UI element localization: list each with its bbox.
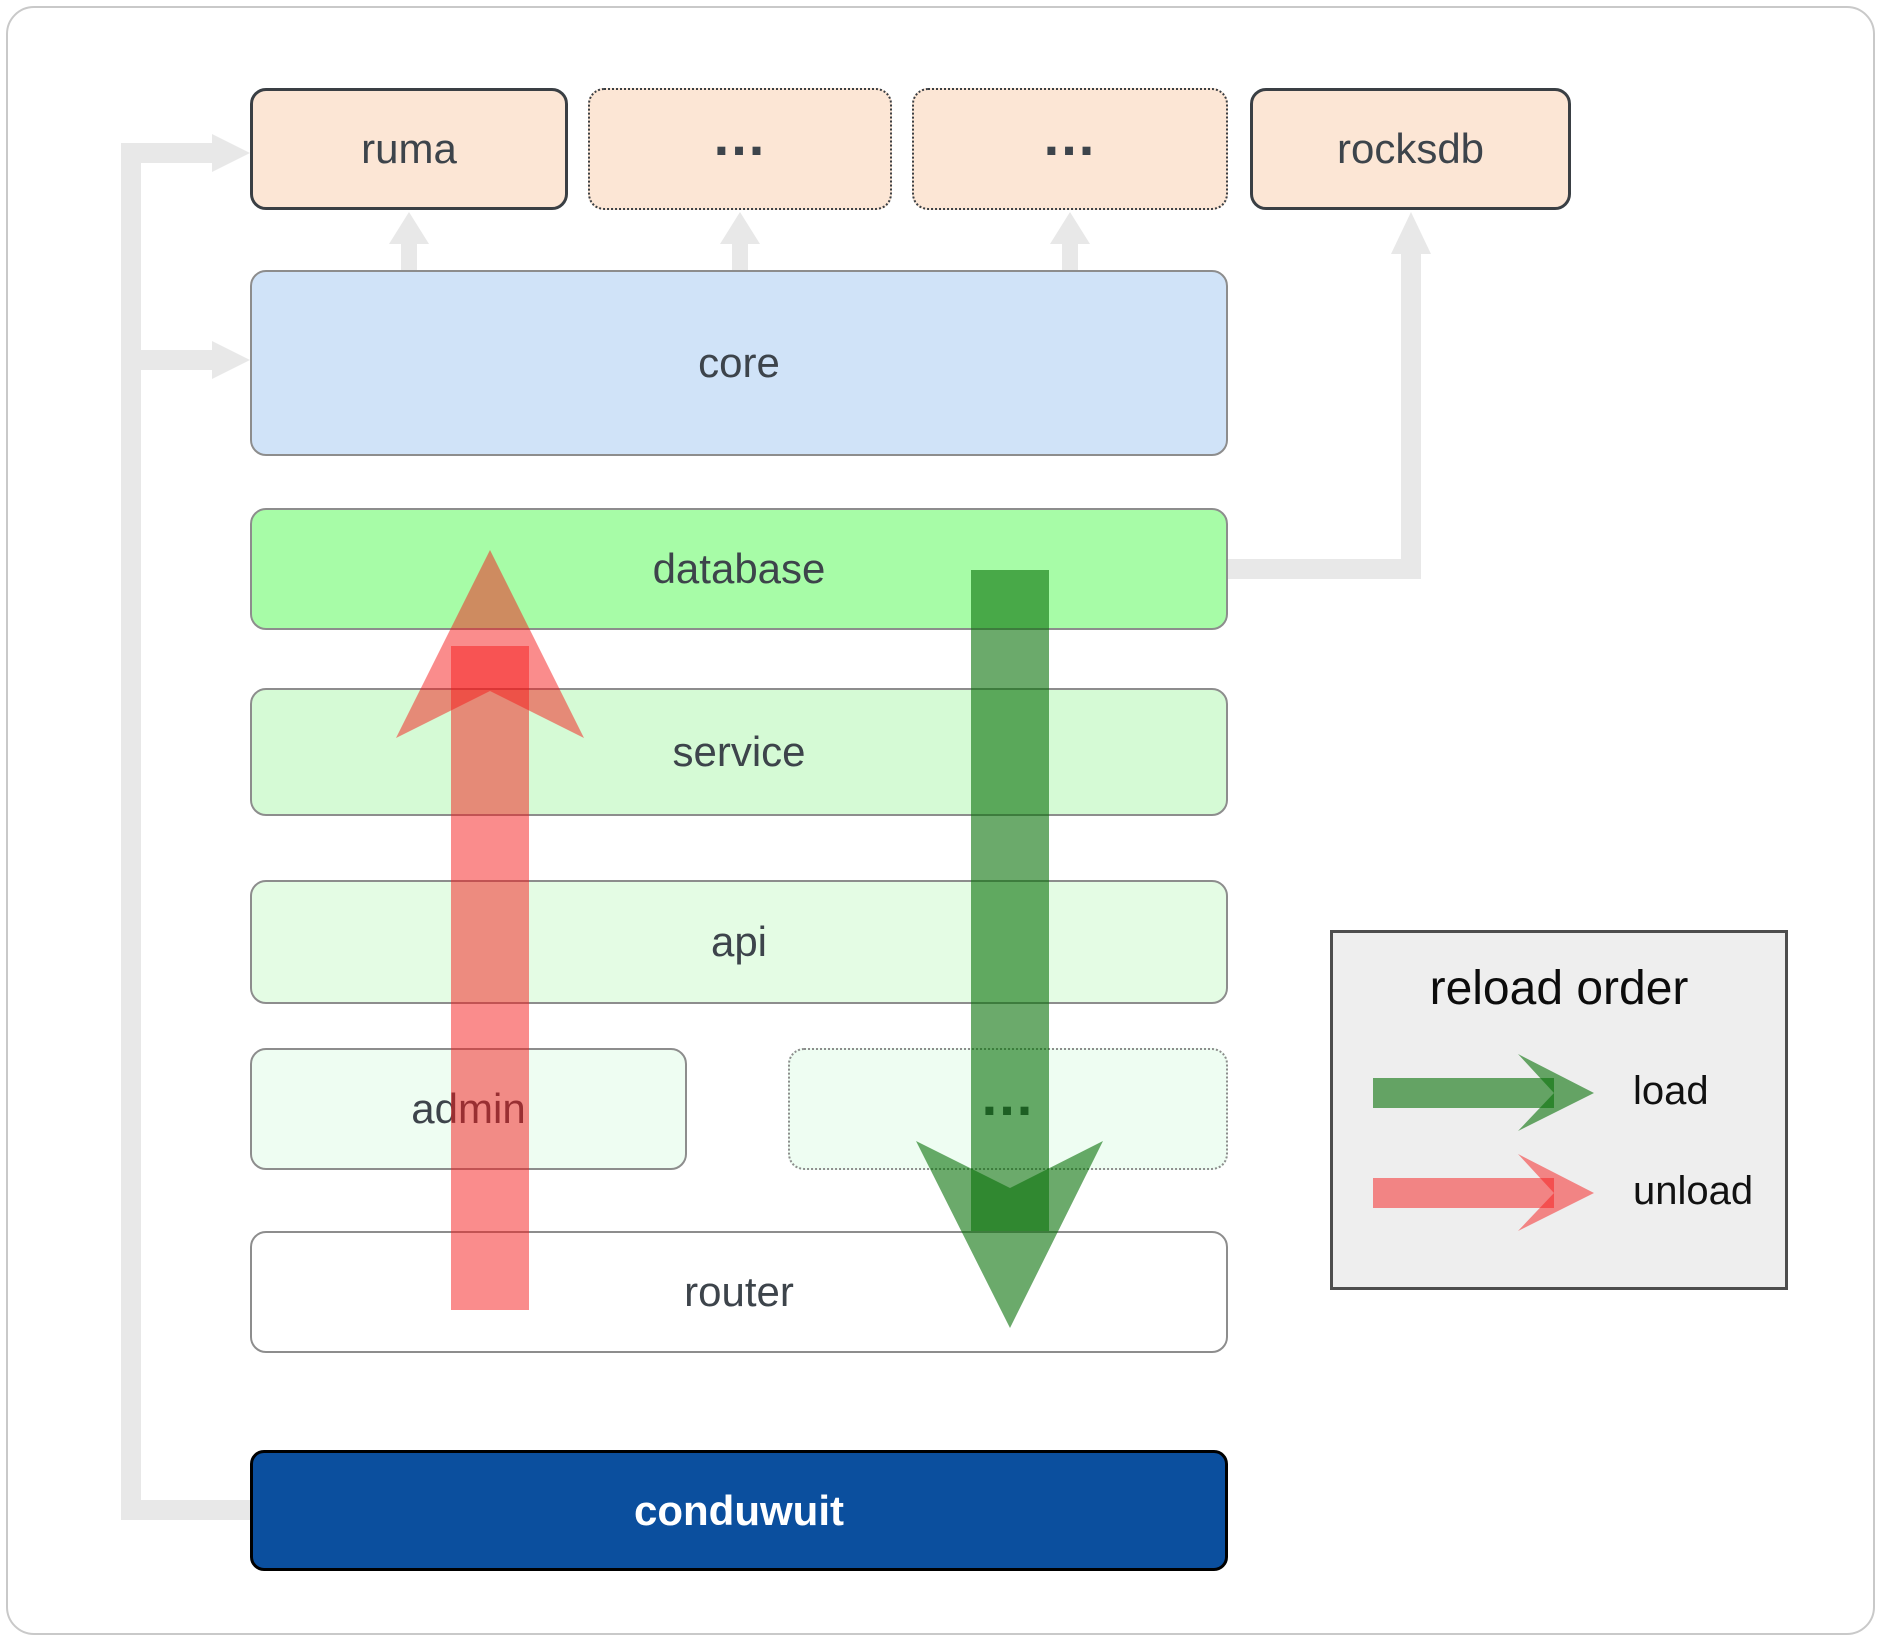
node-conduwuit-label: conduwuit — [634, 1486, 844, 1534]
node-dependency-1: ... — [588, 88, 892, 210]
node-dependency-2: ... — [912, 88, 1228, 210]
legend-arrows — [1373, 1054, 1594, 1231]
legend-load-label: load — [1633, 1068, 1709, 1113]
arrowhead-core-to-ruma-icon — [389, 212, 429, 244]
arrowhead-to-ruma-icon — [212, 134, 250, 172]
connector-core-to-ruma — [401, 244, 417, 272]
node-admin-label: admin — [411, 1085, 526, 1132]
node-rocksdb: rocksdb — [1250, 88, 1571, 210]
connector-core-to-dep2 — [1062, 244, 1078, 272]
node-router-label: router — [684, 1268, 794, 1315]
node-dependency-2-label: ... — [1043, 103, 1097, 167]
legend-load-arrow-head-icon — [1518, 1054, 1594, 1131]
connector-to-core-horizontal — [121, 350, 212, 370]
node-rocksdb-label: rocksdb — [1336, 125, 1485, 172]
arrowhead-to-rocksdb-icon — [1391, 212, 1431, 254]
node-conduwuit: conduwuit — [250, 1450, 1228, 1571]
arrowhead-core-to-dep2-icon — [1050, 212, 1090, 244]
arrowhead-core-to-dep1-icon — [720, 212, 760, 244]
node-service-label: service — [672, 728, 806, 775]
arrowhead-to-core-icon — [212, 341, 250, 379]
node-ruma-label: ruma — [361, 125, 457, 172]
node-admin: admin — [250, 1048, 687, 1170]
node-database-label: database — [652, 545, 826, 592]
node-admin-more-label: ... — [981, 1063, 1035, 1127]
legend-unload-arrow-body — [1373, 1178, 1554, 1208]
legend-unload-label: unload — [1633, 1168, 1754, 1213]
node-core-label: core — [698, 339, 780, 386]
node-database: database — [250, 508, 1228, 630]
legend: reload order load unload — [1330, 930, 1788, 1290]
node-ruma: ruma — [250, 88, 568, 210]
connector-core-to-dep1 — [732, 244, 748, 272]
node-router: router — [250, 1231, 1228, 1353]
diagram-canvas: ruma ... ... rocksdb core database servi… — [6, 6, 1875, 1635]
legend-title: reload order — [1429, 962, 1689, 1015]
connector-database-to-rocksdb-vertical — [1401, 254, 1421, 579]
connector-database-to-rocksdb-horizontal — [1228, 559, 1421, 579]
node-dependency-1-label: ... — [713, 103, 767, 167]
node-api: api — [250, 880, 1228, 1004]
connector-from-conduwuit — [121, 1500, 252, 1520]
node-core: core — [250, 270, 1228, 456]
node-api-label: api — [710, 918, 768, 965]
node-admin-more: ... — [788, 1048, 1228, 1170]
legend-load-arrow-body — [1373, 1078, 1554, 1108]
connector-conduwuit-left-vertical — [121, 143, 141, 1520]
legend-unload-arrow-head-icon — [1518, 1154, 1594, 1231]
connector-to-ruma-horizontal — [121, 143, 212, 163]
reload-arrows-overlay — [396, 550, 1103, 1328]
node-service: service — [250, 688, 1228, 816]
